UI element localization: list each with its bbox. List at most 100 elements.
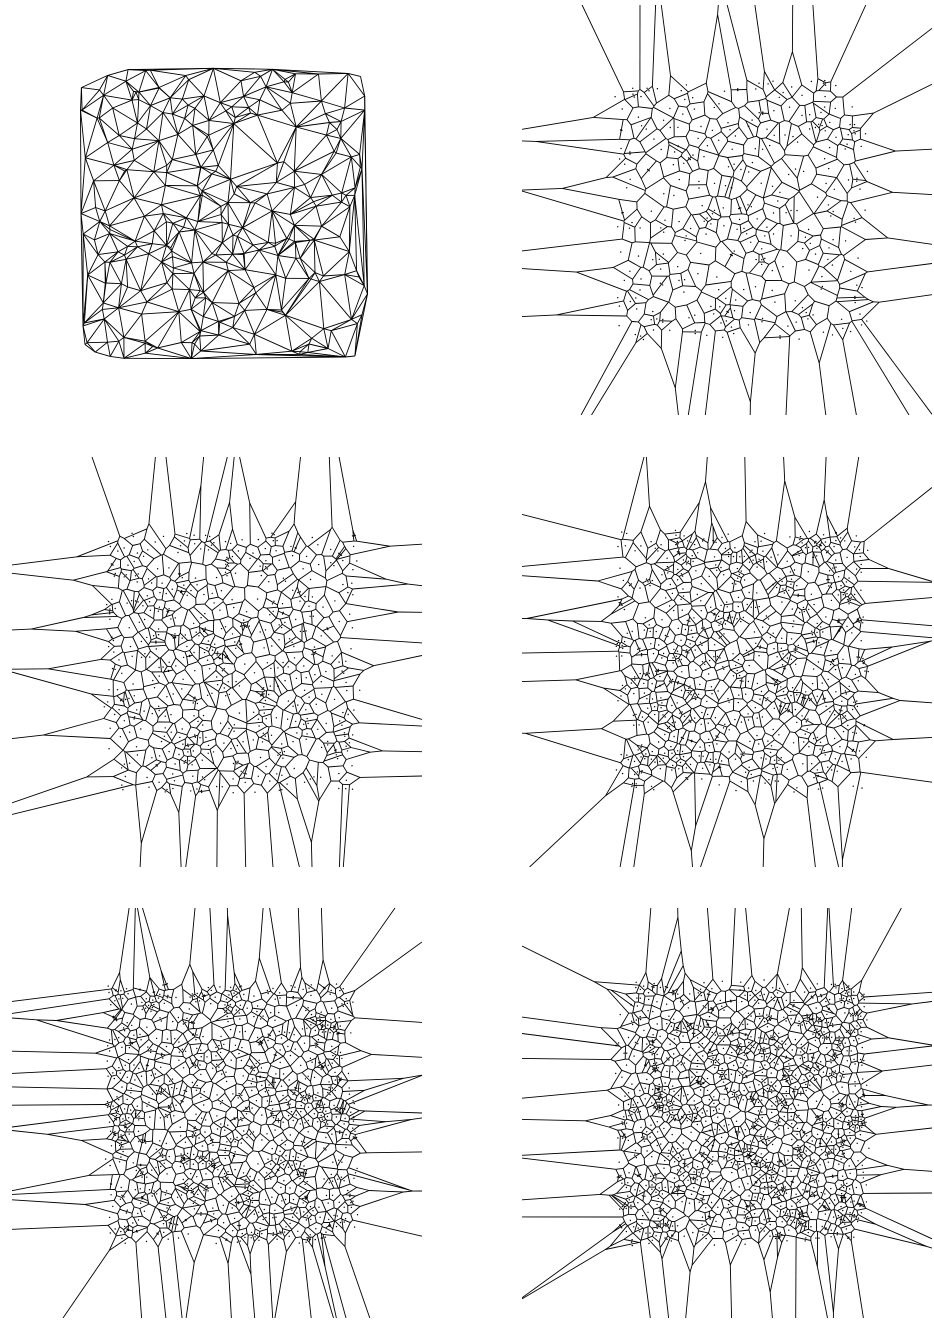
voronoi-edge [143, 750, 146, 766]
voronoi-edge [303, 622, 304, 623]
triangle-edge [119, 170, 127, 181]
voronoi-edge [124, 692, 125, 702]
site-point [178, 754, 179, 755]
voronoi-edge [209, 652, 210, 655]
voronoi-edge [139, 632, 149, 645]
triangle-edge [104, 95, 132, 100]
voronoi-edge [153, 591, 155, 597]
voronoi-edge [893, 192, 933, 194]
voronoi-edge [280, 617, 289, 619]
voronoi-edge [346, 589, 353, 604]
voronoi-edge [803, 706, 804, 707]
voronoi-edge [173, 651, 176, 659]
voronoi-edge [329, 457, 332, 527]
voronoi-edge [819, 83, 826, 91]
triangle-edge [233, 235, 237, 236]
voronoi-edge [630, 138, 634, 140]
triangle-edge [328, 331, 331, 349]
voronoi-edge [659, 711, 669, 722]
site-point [823, 332, 824, 333]
site-point [110, 728, 111, 729]
triangle-edge [321, 73, 348, 101]
triangle-edge [200, 335, 219, 336]
voronoi-edge [859, 667, 868, 669]
site-point [704, 221, 705, 222]
voronoi-edge [771, 755, 776, 758]
voronoi-edge [857, 609, 860, 617]
voronoi-edge [850, 162, 855, 164]
voronoi-edge [12, 557, 77, 565]
site-point [684, 240, 685, 241]
voronoi-edge [205, 599, 209, 604]
voronoi-edge [129, 717, 143, 720]
voronoi-edge [200, 539, 202, 541]
site-point [225, 695, 226, 696]
voronoi-edge [640, 142, 645, 152]
voronoi-edge [124, 529, 147, 539]
voronoi-edge [781, 106, 784, 121]
site-point [277, 667, 278, 668]
voronoi-edge [624, 223, 635, 228]
voronoi-edge [721, 132, 727, 138]
voronoi-edge [645, 191, 646, 194]
voronoi-edge [270, 555, 273, 558]
voronoi-edge [625, 94, 638, 100]
site-point [276, 540, 277, 541]
site-point [735, 135, 736, 136]
site-point [265, 560, 266, 561]
voronoi-edge [838, 259, 845, 280]
voronoi-edge [297, 799, 311, 842]
site-point [155, 541, 156, 542]
site-point [803, 171, 804, 172]
voronoi-edge [742, 575, 745, 578]
site-point [688, 157, 689, 158]
voronoi-edge [795, 517, 808, 538]
voronoi-edge [175, 577, 180, 582]
voronoi-edge [841, 597, 846, 601]
voronoi-edge [826, 583, 832, 594]
voronoi-edge [660, 130, 666, 138]
voronoi-edge [817, 607, 824, 614]
triangle-edge [159, 141, 172, 160]
voronoi-edge [214, 653, 221, 654]
voronoi-edge [822, 549, 825, 551]
voronoi-edge [723, 670, 730, 681]
site-point [108, 689, 109, 690]
voronoi-edge [283, 546, 285, 552]
site-point [179, 737, 180, 738]
voronoi-edge [646, 139, 666, 153]
site-point [144, 619, 145, 620]
triangle-edge [289, 225, 294, 239]
voronoi-edge [644, 314, 653, 316]
triangle-edge [202, 191, 228, 203]
voronoi-edge [807, 659, 823, 670]
voronoi-edge [303, 773, 319, 802]
voronoi-edge [692, 751, 702, 752]
voronoi-edge [250, 749, 256, 751]
voronoi-edge [797, 178, 799, 190]
site-point [201, 792, 202, 793]
voronoi-diagram-1 [522, 5, 932, 415]
voronoi-edge [247, 729, 256, 733]
voronoi-edge [284, 630, 291, 635]
site-point [114, 669, 115, 670]
voronoi-edge [215, 734, 217, 739]
voronoi-edge [637, 209, 642, 217]
voronoi-edge [676, 554, 686, 562]
voronoi-edge [196, 592, 198, 599]
voronoi-edge [598, 571, 633, 581]
voronoi-edge [180, 626, 181, 633]
voronoi-edge [124, 650, 137, 652]
site-point [306, 677, 307, 678]
voronoi-edge [838, 773, 851, 787]
triangle-edge [172, 289, 179, 312]
voronoi-edge [223, 583, 234, 587]
voronoi-edge [840, 144, 854, 150]
voronoi-edge [233, 614, 239, 619]
voronoi-edge [601, 621, 611, 623]
voronoi-edge [295, 779, 297, 800]
triangle-edge [181, 332, 200, 343]
site-point [856, 181, 857, 182]
voronoi-edge [233, 688, 243, 700]
voronoi-edge [183, 610, 187, 625]
